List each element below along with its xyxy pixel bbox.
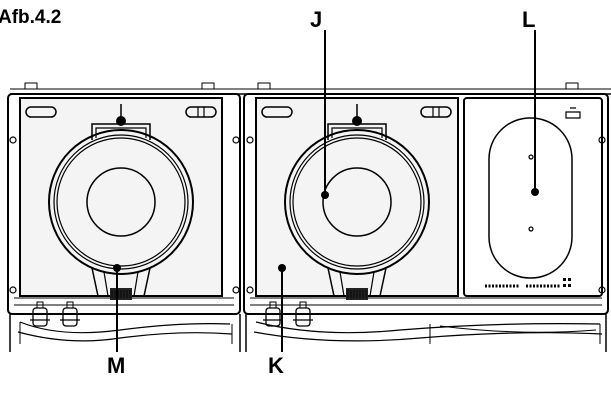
callout-label-j: J <box>310 7 322 32</box>
callout-leader-m <box>113 264 121 352</box>
callout-label-k: K <box>268 353 284 378</box>
callout-leader-l <box>531 30 539 196</box>
back-rail <box>10 82 611 95</box>
left-plinth <box>9 314 241 352</box>
induction-hob-panel <box>463 97 603 297</box>
right-unit-frame <box>243 93 609 315</box>
left-lid-hinge <box>91 104 151 140</box>
right-insulated-lid <box>284 129 430 300</box>
left-insulated-lid <box>48 129 194 300</box>
right-plinth <box>245 314 607 352</box>
callout-label-m: M <box>107 353 125 378</box>
callout-label-l: L <box>522 7 535 32</box>
callout-leader-k <box>278 264 286 352</box>
callout-leader-j <box>321 30 329 199</box>
figure-label: Afb.4.2 <box>0 7 61 28</box>
left-control-knobs <box>30 301 80 327</box>
right-lid-hinge <box>327 104 387 140</box>
